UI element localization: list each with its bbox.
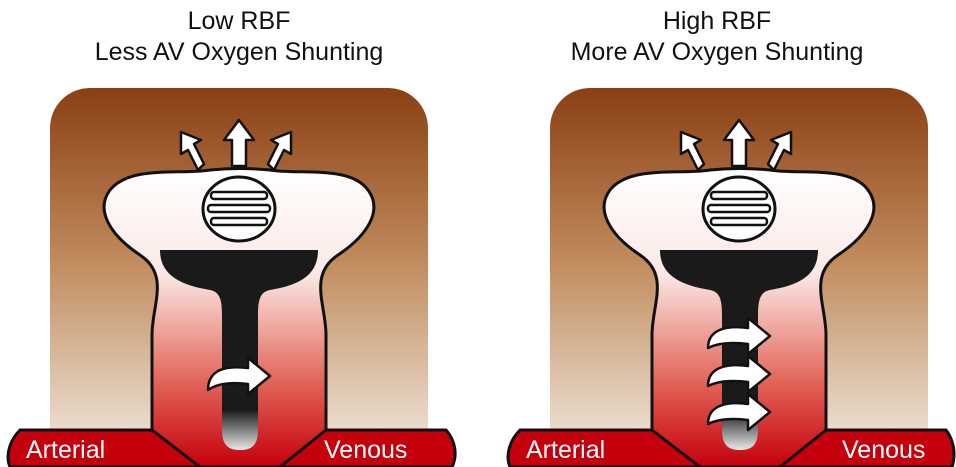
shunt-arrows	[708, 318, 770, 430]
venous-label: Venous	[842, 436, 925, 464]
arterial-label: Arterial	[526, 436, 605, 464]
arterial-label: Arterial	[26, 436, 105, 464]
renal-shunt-diagram-low: Arterial Venous	[0, 0, 478, 467]
panel-high-rbf: High RBF More AV Oxygen Shunting	[478, 0, 956, 467]
venous-label: Venous	[324, 436, 407, 464]
tubule-cell	[703, 177, 775, 241]
panel-low-rbf: Low RBF Less AV Oxygen Shunting	[0, 0, 478, 467]
tubule-cell	[203, 177, 275, 241]
renal-shunt-diagram-high: Arterial Venous	[478, 0, 956, 467]
